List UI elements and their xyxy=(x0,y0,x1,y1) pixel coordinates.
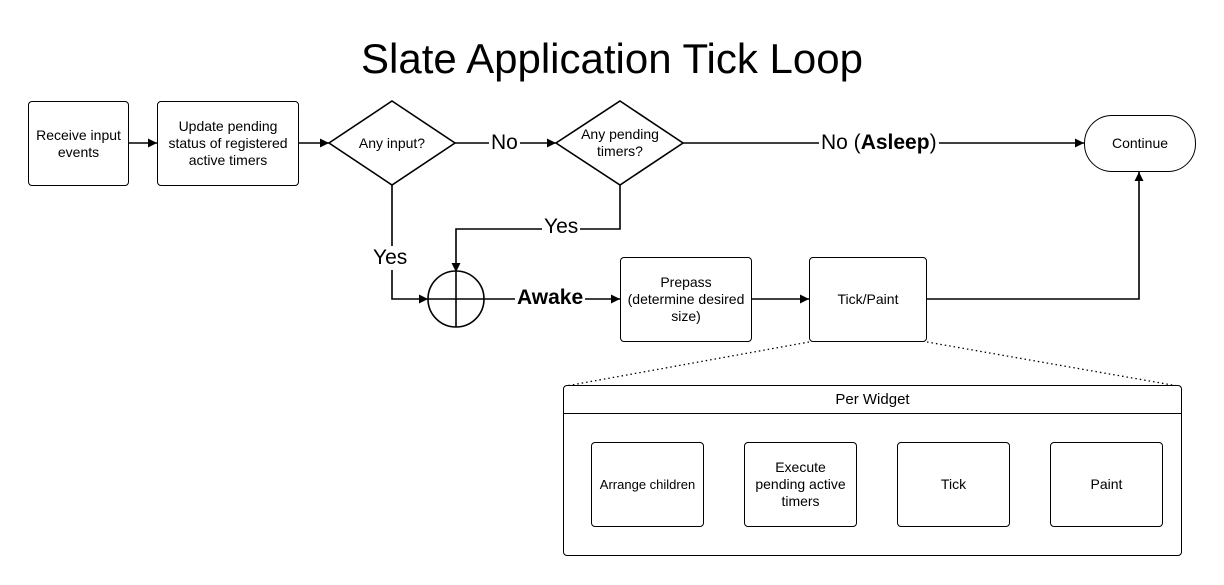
decision-any-input xyxy=(327,100,457,186)
node-receive-input: Receive input events xyxy=(28,101,129,186)
per-widget-title: Per Widget xyxy=(564,386,1181,414)
diagram-title: Slate Application Tick Loop xyxy=(361,35,863,82)
callout-line-left xyxy=(565,341,810,387)
node-arrange-children: Arrange children xyxy=(591,442,704,527)
edge-label-no: No xyxy=(489,131,520,155)
node-continue: Continue xyxy=(1084,115,1196,172)
decision-any-input-label: Any input? xyxy=(358,134,426,151)
node-tick: Tick xyxy=(897,442,1010,527)
edge-any-pending-yes xyxy=(451,185,621,272)
node-update-pending: Update pending status of registered acti… xyxy=(157,101,299,186)
edge-label-yes-input: Yes xyxy=(371,246,410,270)
decision-any-pending-label: Any pending timers? xyxy=(581,126,659,159)
edge-label-awake: Awake xyxy=(515,286,586,310)
node-execute-pending: Execute pending active timers xyxy=(744,442,857,527)
decision-any-pending xyxy=(554,100,685,186)
node-tick-paint: Tick/Paint xyxy=(809,257,927,342)
edge-tick-to-continue xyxy=(927,172,1144,300)
edge-label-yes-pending: Yes xyxy=(542,215,581,239)
edge-any-input-yes xyxy=(391,185,428,304)
edge-label-no-asleep: No (Asleep) xyxy=(819,131,939,155)
junction-circle xyxy=(427,270,485,328)
callout-line-right xyxy=(926,341,1179,387)
node-paint: Paint xyxy=(1050,442,1163,527)
node-prepass: Prepass (determine desired size) xyxy=(620,257,752,342)
